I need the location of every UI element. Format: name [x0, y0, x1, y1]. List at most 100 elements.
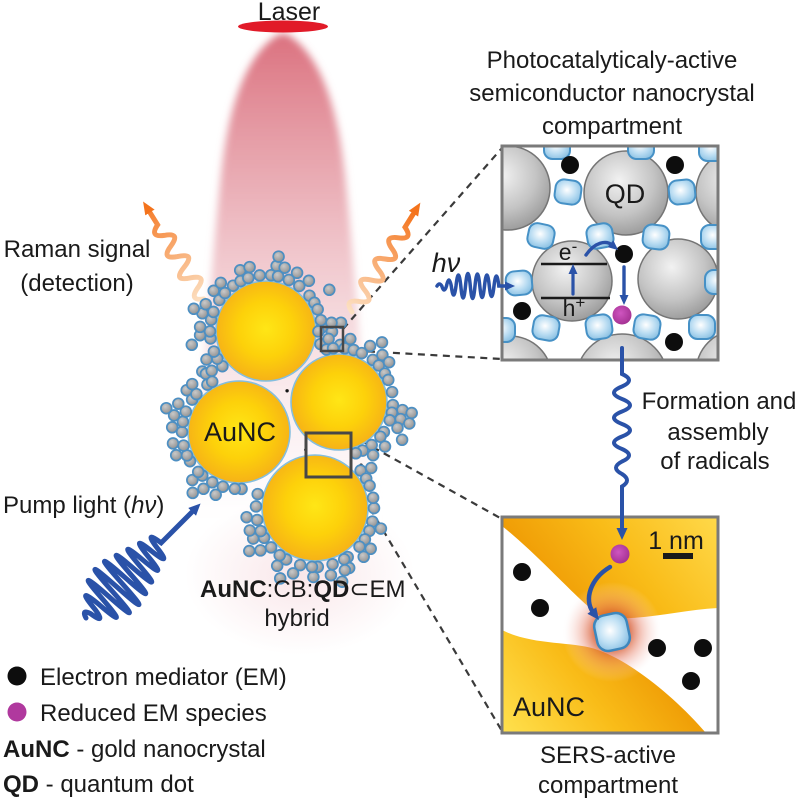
cb-dot: [311, 303, 324, 316]
cb-dot: [177, 439, 190, 452]
pump-wave-icon: [81, 503, 201, 622]
cb-dot: [242, 271, 255, 285]
laser-spot: [238, 20, 328, 33]
cb-dot: [206, 476, 219, 489]
cb-dot: [302, 274, 316, 288]
cb-dot: [203, 325, 217, 338]
cb-dot: [169, 448, 183, 462]
cb-dot: [165, 421, 179, 434]
cb-dot: [270, 559, 284, 573]
cb-dot: [197, 482, 210, 496]
cb-dot: [186, 486, 199, 500]
cb-dot: [185, 377, 199, 391]
gold-surface-bottom: [502, 630, 706, 733]
cb-dot: [395, 433, 409, 447]
cb-dot: [374, 522, 388, 535]
cb-dot: [364, 461, 378, 475]
aunc-sphere: [290, 353, 388, 451]
cb-dot: [185, 338, 199, 352]
hybrid-formula-line2: hybrid: [264, 605, 329, 632]
hole-label: h+: [563, 293, 586, 321]
cb-dot: [305, 560, 319, 574]
reduced-em-dot: [610, 544, 630, 564]
raman-signal-label-line2: (detection): [20, 270, 133, 297]
cb-dot: [278, 261, 291, 274]
legend-em-label: Electron mediator (EM): [40, 664, 287, 691]
sers-inset-border: [500, 515, 720, 735]
hv-label: hν: [432, 248, 461, 278]
cb-dot: [357, 550, 370, 564]
cb-dot: [179, 405, 193, 418]
cb-dot: [363, 339, 377, 353]
cb-dot: [251, 487, 264, 501]
em-dots: [513, 156, 684, 351]
cb-dot: [405, 406, 418, 420]
raman-wave-left-icon: [143, 201, 207, 302]
legend-reduced-label: Reduced EM species: [40, 700, 267, 727]
sers-caption-line2: compartment: [538, 772, 678, 798]
cb-dot: [286, 567, 300, 580]
qd-compartment-inset: e- h+ QD: [500, 144, 720, 362]
cb-dot: [253, 269, 266, 282]
cb-dot: [243, 260, 256, 274]
sers-aunc-label: AuNC: [513, 692, 585, 722]
laser-label: Laser: [258, 0, 321, 26]
cb-dot: [363, 479, 376, 492]
cluster-aunc-label: AuNC: [204, 417, 276, 447]
cb-dot: [216, 480, 230, 493]
formation-label-line2: assembly: [667, 419, 768, 446]
cb-dot: [249, 500, 263, 513]
cb-dot: [193, 320, 207, 334]
qd-inset-title-line2: semiconductor nanocrystal: [469, 80, 754, 107]
cb-dot: [254, 544, 267, 557]
sers-caption-line1: SERS-active: [540, 742, 676, 769]
cb-dot: [200, 353, 213, 366]
zoom-region-small: [319, 325, 345, 353]
zoom-region-large: [304, 431, 353, 479]
cb-dot: [374, 430, 387, 443]
cb-dot: [337, 553, 351, 566]
em-dots: [513, 563, 712, 690]
cb-dot: [205, 364, 218, 378]
cb-dot: [385, 385, 399, 399]
gold-nanocrystal-cluster: AuNC: [160, 250, 418, 588]
cb-dot: [273, 572, 287, 585]
cb-dot: [367, 501, 381, 515]
analyte-molecule: [592, 611, 632, 653]
cb-dot: [353, 540, 366, 553]
reduced-em-dot: [612, 305, 632, 325]
formation-label-line3: of radicals: [660, 448, 769, 475]
electron-transfer-arrow: [584, 240, 619, 257]
scale-bar: [663, 553, 693, 559]
qd-inset-title-line1: Photocatalyticaly-active: [487, 47, 738, 74]
cb-dot: [207, 305, 220, 319]
cb-dot: [314, 313, 328, 327]
cb-dot: [293, 279, 306, 293]
cb-dot: [273, 549, 286, 562]
cb-dot: [391, 421, 404, 435]
cb-dot: [172, 397, 185, 410]
legend-aunc-def: AuNC - gold nanocrystal: [3, 736, 266, 763]
cb-dot: [366, 448, 380, 462]
cb-dot: [344, 332, 357, 346]
cb-dot: [228, 482, 242, 496]
cb-dot: [254, 524, 267, 538]
pump-light-label: Pump light (hν): [3, 492, 164, 519]
cb-dot: [335, 575, 349, 588]
cb-dot: [186, 473, 199, 487]
cb-dot: [375, 336, 389, 349]
cb-dot: [290, 266, 304, 280]
cb-dot: [382, 373, 395, 387]
cb-dot: [271, 270, 285, 283]
cb-dot: [199, 297, 212, 311]
cb-dot: [355, 346, 369, 360]
radical-to-hotspot-arrow: [586, 564, 613, 621]
qd-inset-title-line3: compartment: [542, 113, 682, 140]
raman-signal-label-line1: Raman signal: [4, 236, 151, 263]
em-speck: [285, 389, 289, 393]
cb-dot: [243, 544, 256, 558]
cb-dot: [326, 558, 339, 571]
cb-dot: [378, 440, 392, 453]
cb-dot: [205, 375, 219, 388]
